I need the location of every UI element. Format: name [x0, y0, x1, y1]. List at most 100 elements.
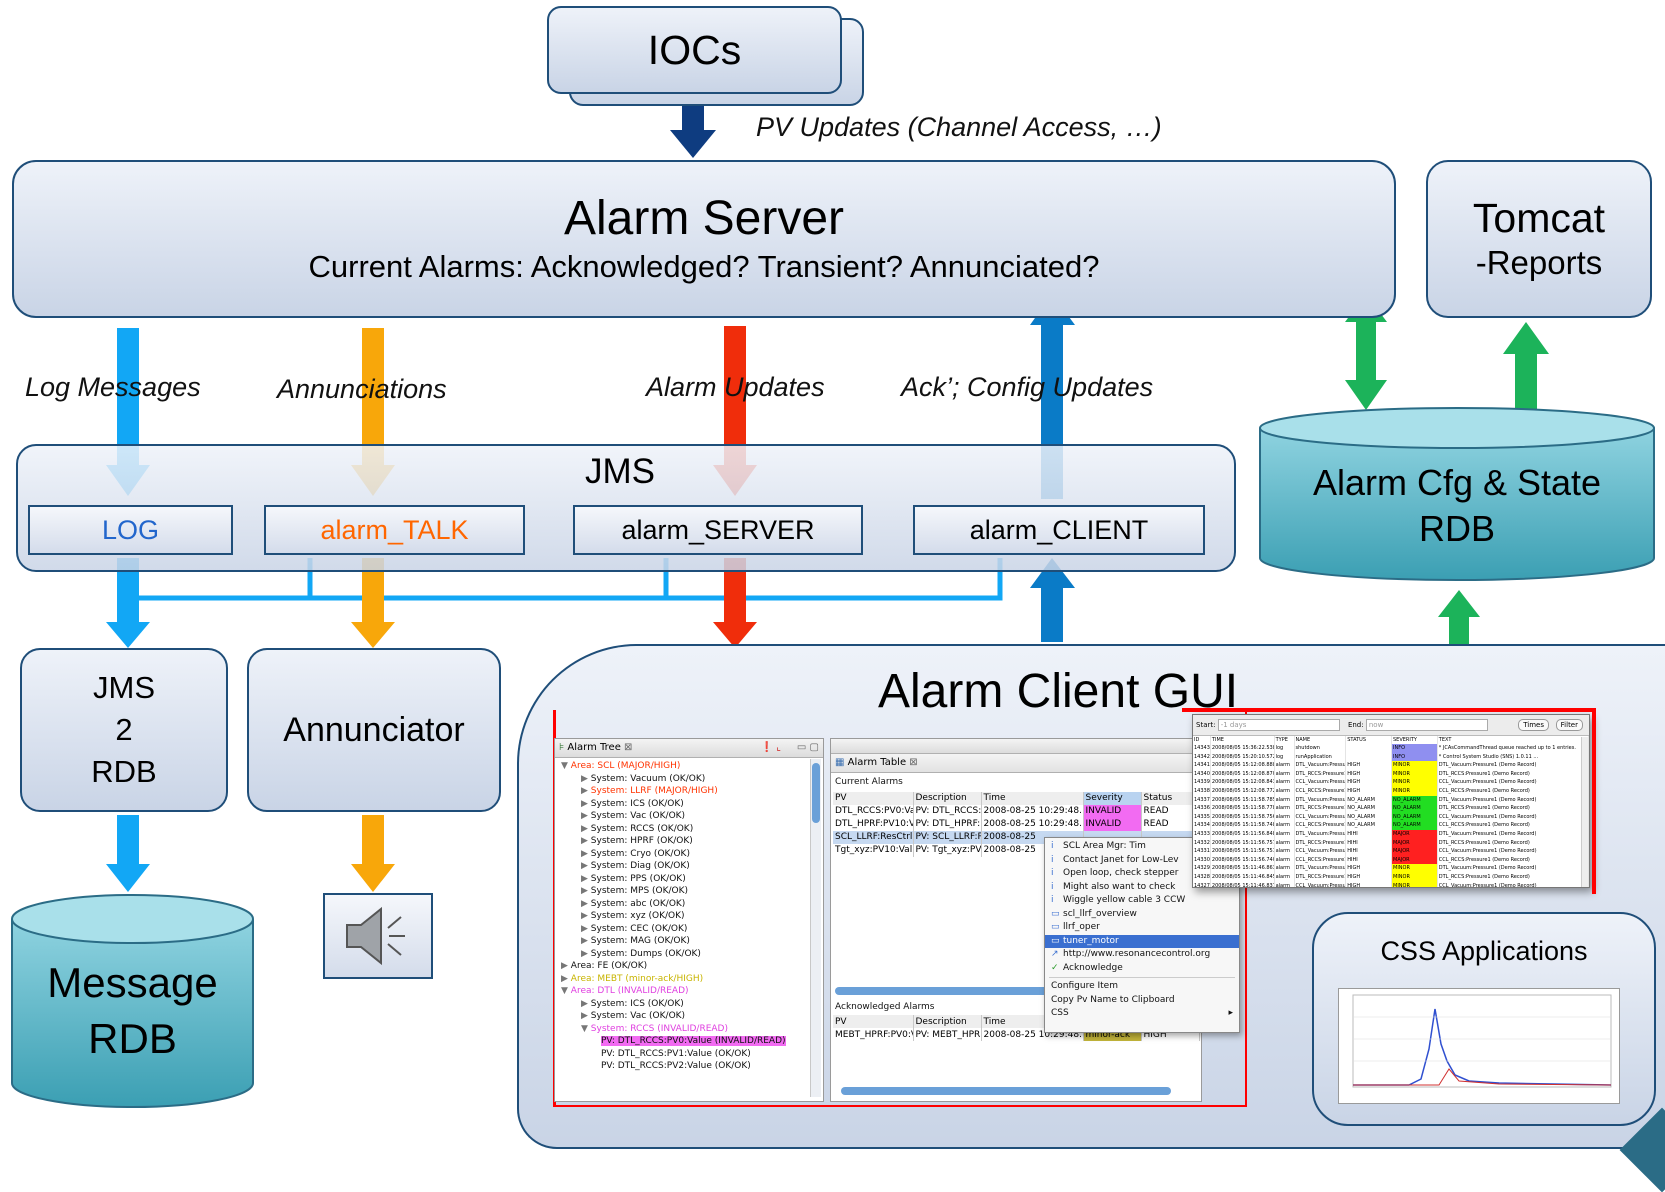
tree-item[interactable]: ▶ Area: FE (OK/OK)	[561, 960, 823, 973]
tree-item[interactable]: ▶ System: Vacuum (OK/OK)	[561, 773, 823, 786]
tree-item[interactable]: ▶ System: ICS (OK/OK)	[561, 998, 823, 1011]
start-input[interactable]: -1 days	[1217, 719, 1340, 731]
context-menu-item[interactable]: CSS▸	[1045, 1007, 1239, 1021]
column-header[interactable]: PV	[833, 1015, 914, 1028]
table-row[interactable]: DTL_RCCS:PV0:ValuPV: DTL_RCCS:P\2008-08-…	[833, 804, 1200, 818]
times-button[interactable]: Times	[1518, 719, 1549, 731]
minimize-icon[interactable]: ▭ ▢	[796, 742, 819, 753]
tree-item[interactable]: ▶ System: Cryo (OK/OK)	[561, 848, 823, 861]
expand-arrow-icon[interactable]: ▶	[581, 836, 591, 846]
tree-item[interactable]: ▶ System: Dumps (OK/OK)	[561, 948, 823, 961]
column-header[interactable]: Description	[913, 1015, 982, 1028]
column-header[interactable]: Status	[1141, 791, 1200, 805]
context-menu-item[interactable]: ▭tuner_motor	[1045, 934, 1239, 948]
alarm-tree-tab[interactable]: Alarm Tree	[567, 742, 621, 753]
tree-item[interactable]: ▶ System: MAG (OK/OK)	[561, 935, 823, 948]
expand-arrow-icon[interactable]: ▼	[581, 1023, 591, 1034]
expand-arrow-icon[interactable]: ▼	[561, 761, 571, 771]
expand-arrow-icon[interactable]: ▶	[581, 923, 591, 934]
expand-arrow-icon[interactable]: ▶	[581, 886, 591, 896]
tree-item[interactable]: ▶ System: ICS (OK/OK)	[561, 798, 823, 811]
expand-arrow-icon[interactable]: ▶	[581, 786, 591, 796]
expand-arrow-icon[interactable]: ▶	[581, 773, 591, 784]
tree-item[interactable]: ▶ System: Vac (OK/OK)	[561, 810, 823, 823]
ack-table-h-scrollbar[interactable]	[841, 1087, 1171, 1095]
column-header[interactable]: Description	[913, 791, 982, 805]
context-menu-item[interactable]: ↗http://www.resonancecontrol.org	[1045, 948, 1239, 962]
expand-arrow-icon[interactable]: ▶	[581, 873, 591, 884]
context-menu-item[interactable]: ▭llrf_oper	[1045, 921, 1239, 935]
filter-button[interactable]: Filter	[1555, 719, 1583, 731]
column-header[interactable]: PV	[833, 791, 914, 805]
tree-item[interactable]: ▶ System: LLRF (MAJOR/HIGH)	[561, 785, 823, 798]
tree-item[interactable]: ▼ System: RCCS (INVALID/READ)	[561, 1023, 823, 1036]
expand-arrow-icon[interactable]: ▶	[581, 911, 591, 921]
tree-item[interactable]: PV: DTL_RCCS:PV1:Value (OK/OK)	[561, 1048, 823, 1061]
expand-arrow-icon[interactable]: ▶	[581, 848, 591, 859]
tree-scroll-thumb[interactable]	[812, 763, 820, 823]
expand-arrow-icon[interactable]: ▶	[581, 861, 591, 871]
tree-item[interactable]: ▶ System: Diag (OK/OK)	[561, 860, 823, 873]
tree-item[interactable]: ▶ System: HPRF (OK/OK)	[561, 835, 823, 848]
tree-item[interactable]: PV: DTL_RCCS:PV2:Value (OK/OK)	[561, 1060, 823, 1073]
column-header[interactable]: Severity	[1083, 791, 1142, 805]
column-header[interactable]: Time	[981, 791, 1084, 805]
context-menu-item[interactable]: Copy Pv Name to Clipboard	[1045, 994, 1239, 1008]
expand-arrow-icon[interactable]: ▶	[581, 898, 591, 909]
expand-arrow-icon[interactable]: ▶	[581, 798, 591, 809]
tree-item[interactable]: PV: DTL_RCCS:PV0:Value (INVALID/READ)	[561, 1035, 823, 1048]
tree-item[interactable]: ▶ System: CEC (OK/OK)	[561, 923, 823, 936]
tree-item[interactable]: ▶ System: Vac (OK/OK)	[561, 1010, 823, 1023]
mh-scrollbar[interactable]	[1581, 737, 1588, 887]
context-menu-item[interactable]: Configure Item	[1045, 980, 1239, 994]
expand-arrow-icon[interactable]: ▶	[561, 961, 571, 971]
expand-arrow-icon[interactable]: ▶	[581, 998, 591, 1009]
expand-arrow-icon[interactable]: ▶	[581, 823, 591, 834]
tree-scrollbar[interactable]	[810, 759, 821, 1097]
alarm-table-tab[interactable]: Alarm Table	[847, 757, 907, 768]
expand-arrow-icon[interactable]: ▶	[581, 1011, 591, 1021]
expand-arrow-icon[interactable]: ▼	[561, 986, 571, 996]
tree-item[interactable]: ▶ System: RCCS (OK/OK)	[561, 823, 823, 836]
expand-arrow-icon[interactable]: ▶	[581, 936, 591, 946]
table-h-scrollbar[interactable]	[835, 987, 1193, 995]
tree-item[interactable]: ▶ System: abc (OK/OK)	[561, 898, 823, 911]
tree-item[interactable]: ▶ System: PPS (OK/OK)	[561, 873, 823, 886]
end-input[interactable]: now	[1365, 719, 1488, 731]
expand-arrow-icon[interactable]: ▶	[561, 973, 571, 984]
expand-arrow-icon[interactable]: ▶	[581, 811, 591, 821]
context-menu-item[interactable]: ✓Acknowledge	[1045, 962, 1239, 976]
tree-item[interactable]: ▼ Area: SCL (MAJOR/HIGH)	[561, 760, 823, 773]
tree-item[interactable]: ▶ Area: MEBT (minor-ack/HIGH)	[561, 973, 823, 986]
context-menu-item[interactable]: ▭scl_llrf_overview	[1045, 908, 1239, 922]
tree-item[interactable]: ▶ System: xyz (OK/OK)	[561, 910, 823, 923]
tree-item[interactable]: ▼ Area: DTL (INVALID/READ)	[561, 985, 823, 998]
tree-item[interactable]: ▶ System: MPS (OK/OK)	[561, 885, 823, 898]
expand-arrow-icon[interactable]: ▶	[581, 948, 591, 959]
close-icon[interactable]: ⊠	[909, 757, 918, 768]
close-icon[interactable]: ⊠	[624, 742, 633, 753]
